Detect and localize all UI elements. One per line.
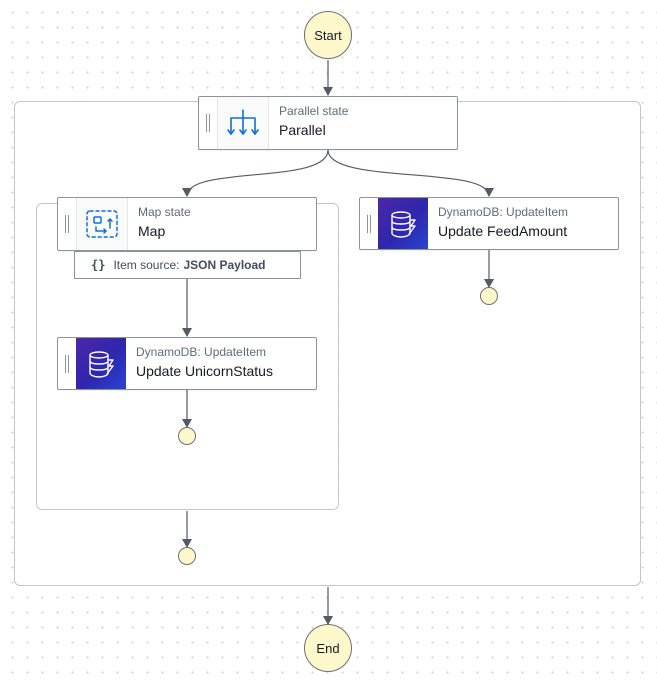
parallel-state-icon	[217, 97, 269, 149]
feed-branch-end-point	[480, 287, 498, 305]
update-feed-amount-node[interactable]: DynamoDB: UpdateItem Update FeedAmount	[359, 197, 619, 250]
map-state-type: Map state	[138, 205, 191, 219]
item-source-box[interactable]: {} Item source: JSON Payload	[74, 251, 301, 279]
unicorn-node-name: Update UnicornStatus	[136, 363, 273, 379]
end-node[interactable]: End	[304, 624, 352, 672]
map-state-icon	[76, 198, 128, 250]
map-state-node[interactable]: Map state Map	[57, 197, 317, 251]
drag-handle[interactable]	[58, 338, 76, 389]
item-source-value: JSON Payload	[183, 258, 266, 272]
unicorn-node-type: DynamoDB: UpdateItem	[136, 345, 267, 359]
feed-node-name: Update FeedAmount	[438, 223, 568, 239]
parallel-state-name: Parallel	[279, 122, 326, 138]
update-unicorn-status-node[interactable]: DynamoDB: UpdateItem Update UnicornStatu…	[57, 337, 317, 390]
parallel-state-node[interactable]: Parallel state Parallel	[198, 96, 458, 150]
parallel-state-type: Parallel state	[279, 104, 349, 118]
start-label: Start	[314, 27, 342, 43]
drag-handle[interactable]	[360, 198, 378, 249]
edge-parallel-to-map	[182, 149, 329, 197]
map-branch-end-point	[178, 547, 196, 565]
edge-parallel-to-feed	[327, 149, 494, 197]
drag-handle[interactable]	[58, 198, 76, 250]
item-source-label: Item source:	[113, 258, 180, 272]
feed-node-type: DynamoDB: UpdateItem	[438, 205, 569, 219]
unicorn-branch-end-point	[178, 427, 196, 445]
map-state-name: Map	[138, 223, 166, 239]
dynamodb-icon	[76, 338, 126, 389]
dynamodb-icon	[378, 198, 428, 249]
start-node[interactable]: Start	[304, 11, 352, 59]
end-label: End	[316, 640, 340, 656]
json-braces-icon: {}	[91, 258, 106, 272]
drag-handle[interactable]	[199, 97, 217, 149]
